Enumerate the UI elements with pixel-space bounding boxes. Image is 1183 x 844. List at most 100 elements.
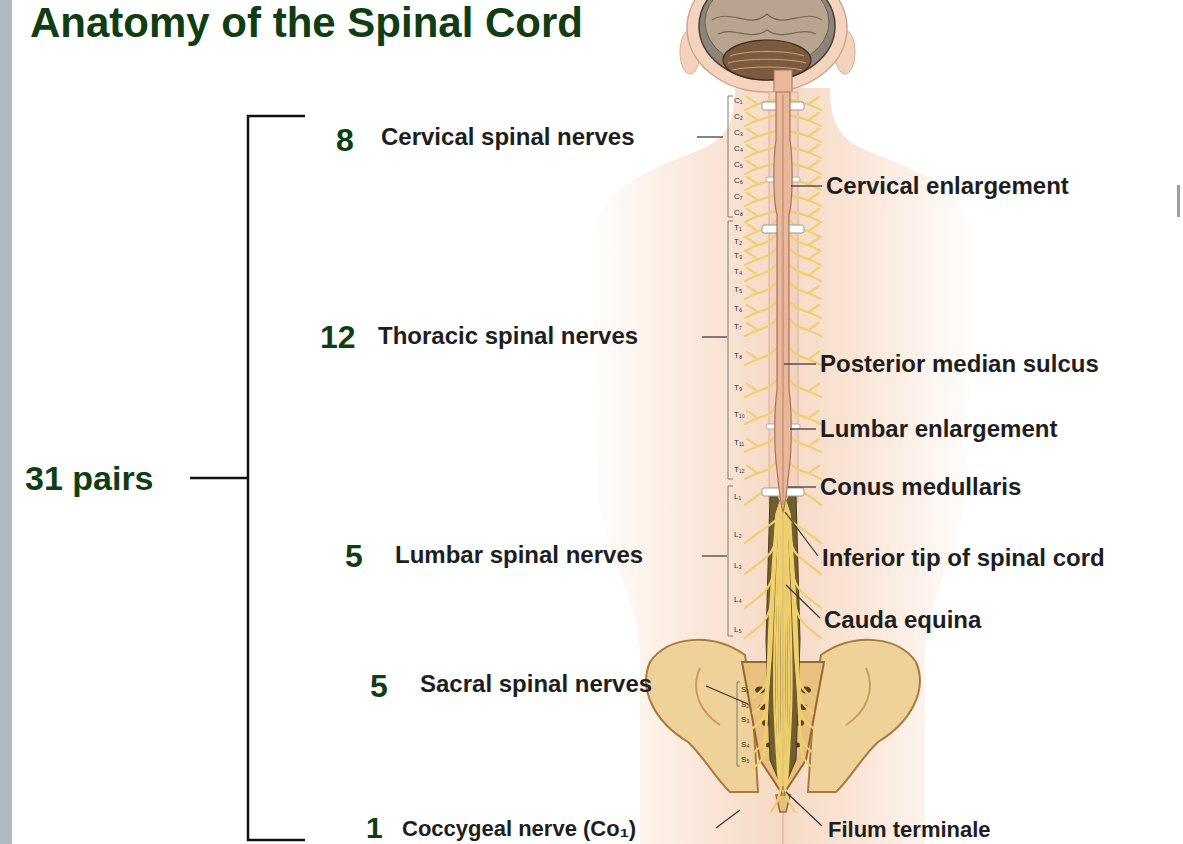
diagram-title: Anatomy of the Spinal Cord bbox=[30, 2, 583, 44]
spinal-nerve bbox=[786, 508, 792, 785]
callout-number: 1 bbox=[366, 813, 383, 843]
spinal-nerve bbox=[809, 268, 819, 275]
region-label: Coccygeal nerve (Co₁) bbox=[402, 818, 636, 840]
spinal-nerve bbox=[745, 195, 777, 206]
brain-folds bbox=[712, 14, 822, 35]
spinal-nerve bbox=[789, 301, 821, 318]
vertebra-label: L₄ bbox=[734, 596, 742, 604]
leader-line bbox=[786, 792, 822, 826]
spinal-nerve bbox=[809, 286, 819, 293]
part-label: Cervical enlargement bbox=[826, 174, 1069, 198]
leader-line bbox=[784, 363, 816, 364]
part-label: Inferior tip of spinal cord bbox=[822, 546, 1105, 570]
filum-terminale bbox=[782, 512, 783, 800]
spinal-nerve bbox=[809, 113, 819, 120]
callout-number: 12 bbox=[320, 321, 356, 353]
spinal-nerve bbox=[747, 161, 757, 168]
part-label: Cauda equina bbox=[824, 608, 981, 632]
vertebra-label: S₁ bbox=[741, 686, 749, 694]
vertebra-label: T₄ bbox=[734, 268, 742, 276]
region-label: Sacral spinal nerves bbox=[420, 672, 652, 696]
part-label: Posterior median sulcus bbox=[820, 352, 1099, 376]
skull-section bbox=[699, 0, 835, 80]
vertebra-label: S₂ bbox=[741, 701, 749, 709]
spinal-nerve bbox=[753, 514, 777, 769]
spinal-nerve bbox=[789, 282, 821, 299]
spinal-nerve bbox=[745, 131, 777, 142]
callout-number: 31 pairs bbox=[25, 461, 154, 495]
spinal-nerve bbox=[789, 407, 821, 424]
spinal-nerve bbox=[809, 352, 819, 359]
back-silhouette bbox=[588, 88, 978, 844]
spinal-nerve bbox=[789, 115, 821, 126]
callout-number: 5 bbox=[345, 540, 363, 572]
spinal-nerve bbox=[747, 466, 757, 473]
head bbox=[687, 0, 847, 92]
spinal-nerve bbox=[789, 147, 821, 158]
spinal-nerve bbox=[809, 439, 819, 446]
spinal-nerve bbox=[745, 211, 777, 222]
spinal-nerve bbox=[747, 177, 757, 184]
vertebra-label: T₈ bbox=[734, 352, 742, 360]
vertebra-label: C₂ bbox=[734, 113, 743, 121]
spinal-nerve bbox=[789, 211, 821, 222]
spinal-nerve bbox=[747, 97, 757, 104]
part-label: Lumbar enlargement bbox=[820, 417, 1057, 441]
callout-number: 8 bbox=[336, 124, 354, 156]
spinal-nerve bbox=[809, 209, 819, 216]
spinal-nerve bbox=[747, 209, 757, 216]
spinal-nerve bbox=[747, 238, 757, 245]
vertebra-label: T₁₀ bbox=[734, 411, 745, 419]
spinal-nerve bbox=[747, 286, 757, 293]
side-strip bbox=[0, 0, 12, 844]
spinal-nerve bbox=[747, 352, 757, 359]
spinal-cord bbox=[774, 92, 792, 512]
vertebra-label: T₇ bbox=[734, 323, 742, 331]
vertebra-label: S₄ bbox=[741, 741, 750, 749]
vertebra-label: T₆ bbox=[734, 305, 742, 313]
leader-line bbox=[790, 428, 816, 429]
spinal-nerve bbox=[809, 323, 819, 330]
spinal-nerve bbox=[789, 264, 821, 281]
spinal-nerve bbox=[809, 177, 819, 184]
spinal-nerve bbox=[771, 780, 782, 812]
spinal-nerve bbox=[745, 380, 777, 397]
spinal-nerve bbox=[745, 407, 777, 424]
leader-line bbox=[786, 585, 820, 618]
vertebra-label: T₅ bbox=[734, 286, 742, 294]
vertebra-label: T₁₂ bbox=[734, 466, 745, 474]
spinal-nerve bbox=[747, 129, 757, 136]
spinal-nerve bbox=[745, 348, 777, 365]
spinal-nerve bbox=[809, 145, 819, 152]
cerebellum-folia bbox=[728, 52, 806, 71]
spinal-nerve bbox=[809, 129, 819, 136]
vertebra-label: C₇ bbox=[734, 193, 743, 201]
spinal-nerve bbox=[809, 193, 819, 200]
vertebra-label: L₂ bbox=[734, 531, 742, 539]
cerebellum bbox=[723, 40, 811, 80]
leader-line bbox=[788, 486, 816, 487]
brainstem bbox=[774, 70, 792, 95]
leader-line bbox=[697, 136, 723, 137]
vertebra-label: T₁₁ bbox=[734, 439, 744, 447]
region-label: Thoracic spinal nerves bbox=[378, 324, 638, 348]
spinal-nerve bbox=[745, 264, 777, 281]
pairs-bracket bbox=[190, 116, 305, 840]
spinal-nerve bbox=[747, 252, 757, 259]
spinal-nerve bbox=[789, 435, 821, 452]
spinal-nerve bbox=[789, 234, 821, 251]
spinal-nerve bbox=[747, 439, 757, 446]
vertebra-label: C₅ bbox=[734, 161, 743, 169]
callout-number: 5 bbox=[370, 670, 388, 702]
vertebra-label: C₄ bbox=[734, 145, 743, 153]
vertebra-label: L₅ bbox=[734, 626, 742, 634]
median-sulcus bbox=[783, 95, 784, 505]
spinal-nerve bbox=[789, 195, 821, 206]
leader-line bbox=[791, 185, 822, 186]
spinal-nerve bbox=[789, 380, 821, 397]
part-label: Filum terminale bbox=[828, 819, 991, 841]
spinal-nerve bbox=[745, 301, 777, 318]
region-label: Lumbar spinal nerves bbox=[395, 543, 643, 567]
vertebra-label: C₆ bbox=[734, 177, 743, 185]
